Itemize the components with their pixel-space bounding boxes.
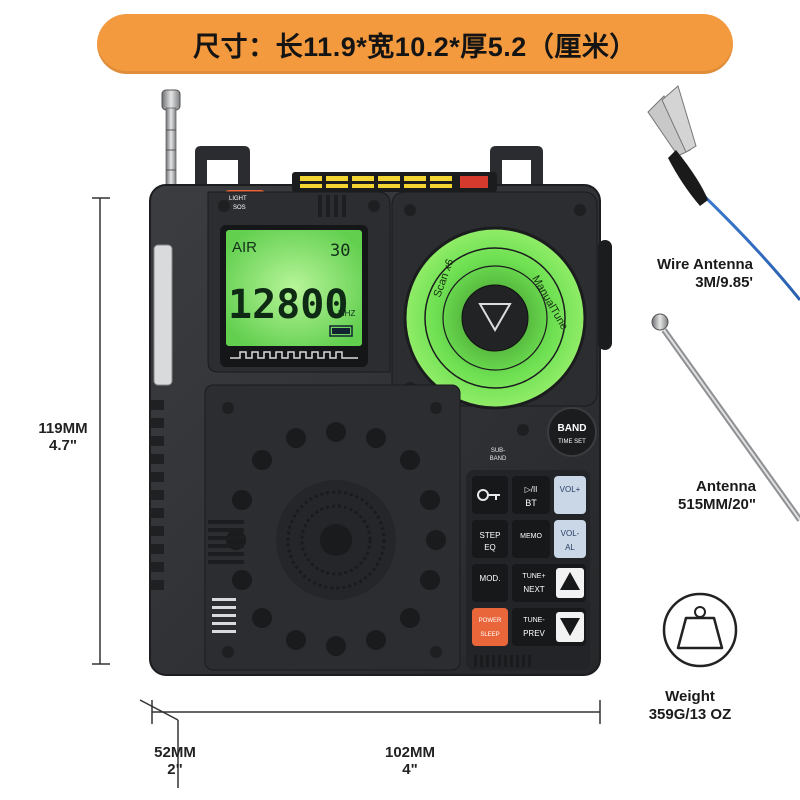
vol-down-label: VOL- [561, 529, 580, 538]
memo-button-label: MEMO [520, 533, 542, 540]
power-label: POWER [479, 618, 502, 624]
width-in-label: 4" [402, 761, 418, 778]
tuning-dial [391, 191, 612, 410]
depth-mm-label: 52MM [154, 744, 196, 761]
antenna-caption: Antenna 515MM/20" [620, 478, 756, 514]
bt-button-label: BT [525, 498, 537, 508]
radio-antenna [161, 89, 181, 189]
eq-button-label: EQ [484, 543, 496, 552]
lcd-panel [207, 191, 391, 373]
band-button-label: BAND [558, 423, 587, 434]
next-label: NEXT [523, 585, 544, 594]
width-mm-label: 102MM [384, 744, 436, 761]
lcd-screen [226, 230, 362, 346]
vol-up-label: VOL+ [560, 485, 581, 494]
depth-dimension: 52MM 2" [145, 744, 205, 778]
wire-antenna-caption: Wire Antenna 3M/9.85' [620, 256, 753, 292]
lcd-frequency: 12800 [228, 282, 348, 328]
antenna-title: Antenna [696, 478, 756, 495]
step-button-label: STEP [480, 531, 501, 540]
weight-spec: 359G/13 OZ [648, 706, 732, 723]
sos-button-label: SOS [233, 205, 246, 211]
lock-key-icon [477, 489, 500, 501]
sub-band-label-2: BAND [490, 456, 507, 462]
button-panel [466, 407, 597, 670]
antenna-spec: 515MM/20" [678, 496, 756, 513]
depth-in-label: 2" [167, 761, 183, 778]
lcd-unit: MHZ [338, 309, 355, 318]
time-set-label: TIME SET [558, 439, 586, 445]
prev-label: PREV [523, 629, 545, 638]
mod-button-label: MOD. [480, 574, 501, 583]
light-button-label: LIGHT [229, 196, 247, 202]
weight-title: Weight [665, 688, 715, 705]
weight-caption: Weight 359G/13 OZ [630, 688, 750, 724]
height-mm-label: 119MM [38, 420, 88, 437]
weight-icon [662, 592, 738, 668]
lcd-signal-value: 30 [330, 241, 350, 261]
size-banner: 尺寸：长11.9*宽10.2*厚5.2（厘米） [97, 14, 733, 74]
wire-antenna-spec: 3M/9.85' [695, 274, 753, 291]
height-in-label: 4.7" [49, 437, 77, 454]
play-pause-label: ▷/II [525, 485, 538, 494]
lcd-band-label: AIR [232, 239, 257, 256]
al-label: AL [565, 543, 575, 552]
height-dimension: 119MM 4.7" [18, 420, 108, 454]
telescopic-antenna-image [651, 313, 800, 522]
wire-antenna-image [647, 85, 800, 301]
speaker [204, 384, 461, 671]
sleep-label: SLEEP [480, 632, 499, 638]
tune-minus-label: TUNE- [523, 617, 545, 624]
width-dimension: 102MM 4" [370, 744, 450, 778]
top-handles [195, 146, 543, 195]
size-banner-text: 尺寸：长11.9*宽10.2*厚5.2（厘米） [193, 31, 637, 62]
wire-antenna-title: Wire Antenna [657, 256, 753, 273]
dimension-lines [92, 197, 601, 788]
tune-plus-label: TUNE+ [522, 573, 545, 580]
sub-band-label-1: SUB- [491, 448, 505, 454]
